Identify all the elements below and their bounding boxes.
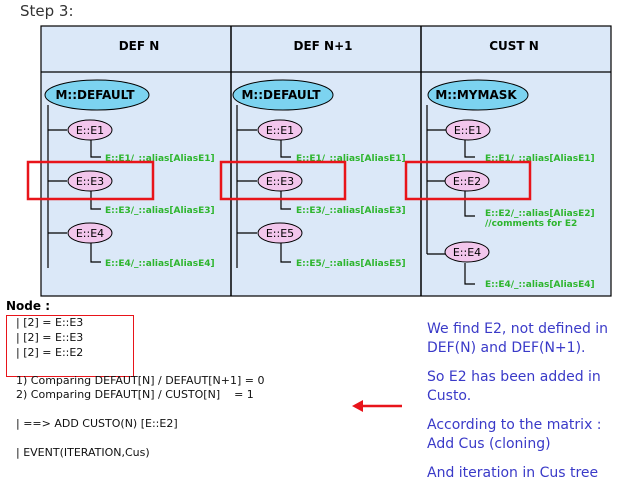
node-box bbox=[6, 315, 134, 377]
highlight-box bbox=[26, 160, 155, 201]
highlight-box bbox=[219, 160, 347, 201]
alias-label: E::E4/_::alias[AliasE4] bbox=[485, 280, 595, 290]
note-text: So E2 has been added in Custo. bbox=[427, 369, 601, 404]
entity-node bbox=[67, 222, 113, 244]
entity-node bbox=[257, 119, 303, 141]
root-node bbox=[427, 79, 529, 111]
body-panel bbox=[41, 72, 611, 296]
comparison-diagram: DEF N DEF N+1 CUST N M::DEFAULT E::E1 E:… bbox=[26, 25, 612, 297]
highlight-box bbox=[404, 160, 532, 201]
alias-label: E::E1/_::alias[AliasE1] bbox=[296, 154, 406, 164]
comparison-line: 1) Comparing DEFAUT[N] / DEFAUT[N+1] = 0 bbox=[16, 374, 265, 387]
alias-label: E::E4/_::alias[AliasE4] bbox=[105, 259, 215, 269]
node-line: | [2] = E::E3 bbox=[16, 331, 84, 344]
entity-label: E::E3 bbox=[76, 175, 104, 188]
alias-comment: //comments for E2 bbox=[485, 219, 577, 229]
column-header-def-n1: DEF N+1 bbox=[294, 39, 353, 53]
tree-def-n1: M::DEFAULT E::E1 E::E3 E::E5 E::E1/_::al… bbox=[232, 79, 406, 269]
column-header-cust-n: CUST N bbox=[489, 39, 539, 53]
header-panel bbox=[41, 26, 611, 72]
tree-def-n: M::DEFAULT E::E1 E::E3 E::E4 E::E1/_::al… bbox=[44, 79, 215, 269]
entity-node bbox=[444, 241, 490, 263]
tree-cust-n: M::MYMASK E::E1 E::E2 E::E4 E::E1/_::ali… bbox=[426, 79, 595, 290]
entity-label: E::E1 bbox=[76, 124, 104, 137]
entity-node bbox=[257, 170, 303, 192]
alias-label: E::E3/_::alias[AliasE3] bbox=[105, 206, 215, 216]
node-line: | [2] = E::E2 bbox=[16, 346, 84, 359]
entity-label: E::E1 bbox=[266, 124, 294, 137]
left-arrow-icon bbox=[352, 400, 402, 412]
entity-node bbox=[444, 170, 490, 192]
entity-node bbox=[257, 222, 303, 244]
note-text: We find E2, not defined in DEF(N) and DE… bbox=[427, 321, 609, 356]
entity-label: E::E1 bbox=[454, 124, 482, 137]
root-node bbox=[232, 79, 334, 111]
node-header: Node : bbox=[6, 299, 50, 313]
entity-node bbox=[445, 119, 491, 141]
note-text: And iteration in Cus tree bbox=[427, 465, 599, 481]
root-label: M::MYMASK bbox=[435, 88, 517, 102]
root-label: M::DEFAULT bbox=[241, 88, 321, 102]
entity-node bbox=[67, 119, 113, 141]
alias-label: E::E1/_::alias[AliasE1] bbox=[485, 154, 595, 164]
alias-label: E::E1/_::alias[AliasE1] bbox=[105, 154, 215, 164]
entity-label: E::E5 bbox=[266, 227, 294, 240]
alias-label: E::E3/_::alias[AliasE3] bbox=[296, 206, 406, 216]
alias-label: E::E5/_::alias[AliasE5] bbox=[296, 259, 406, 269]
alias-label: E::E2/_::alias[AliasE2] bbox=[485, 209, 595, 219]
root-label: M::DEFAULT bbox=[55, 88, 135, 102]
entity-node bbox=[67, 170, 113, 192]
event-line: | EVENT(ITERATION,Cus) bbox=[16, 446, 150, 459]
step-title: Step 3: bbox=[20, 2, 74, 20]
comparison-line: 2) Comparing DEFAUT[N] / CUSTO[N] = 1 bbox=[16, 388, 254, 401]
entity-label: E::E3 bbox=[266, 175, 294, 188]
entity-label: E::E2 bbox=[453, 175, 481, 188]
column-header-def-n: DEF N bbox=[119, 39, 160, 53]
root-node bbox=[44, 79, 150, 111]
entity-label: E::E4 bbox=[76, 227, 104, 240]
entity-label: E::E4 bbox=[453, 246, 481, 259]
node-line: | [2] = E::E3 bbox=[16, 316, 84, 329]
note-text: According to the matrix : Add Cus (cloni… bbox=[427, 417, 602, 452]
add-line: | ==> ADD CUSTO(N) [E::E2] bbox=[16, 417, 178, 430]
